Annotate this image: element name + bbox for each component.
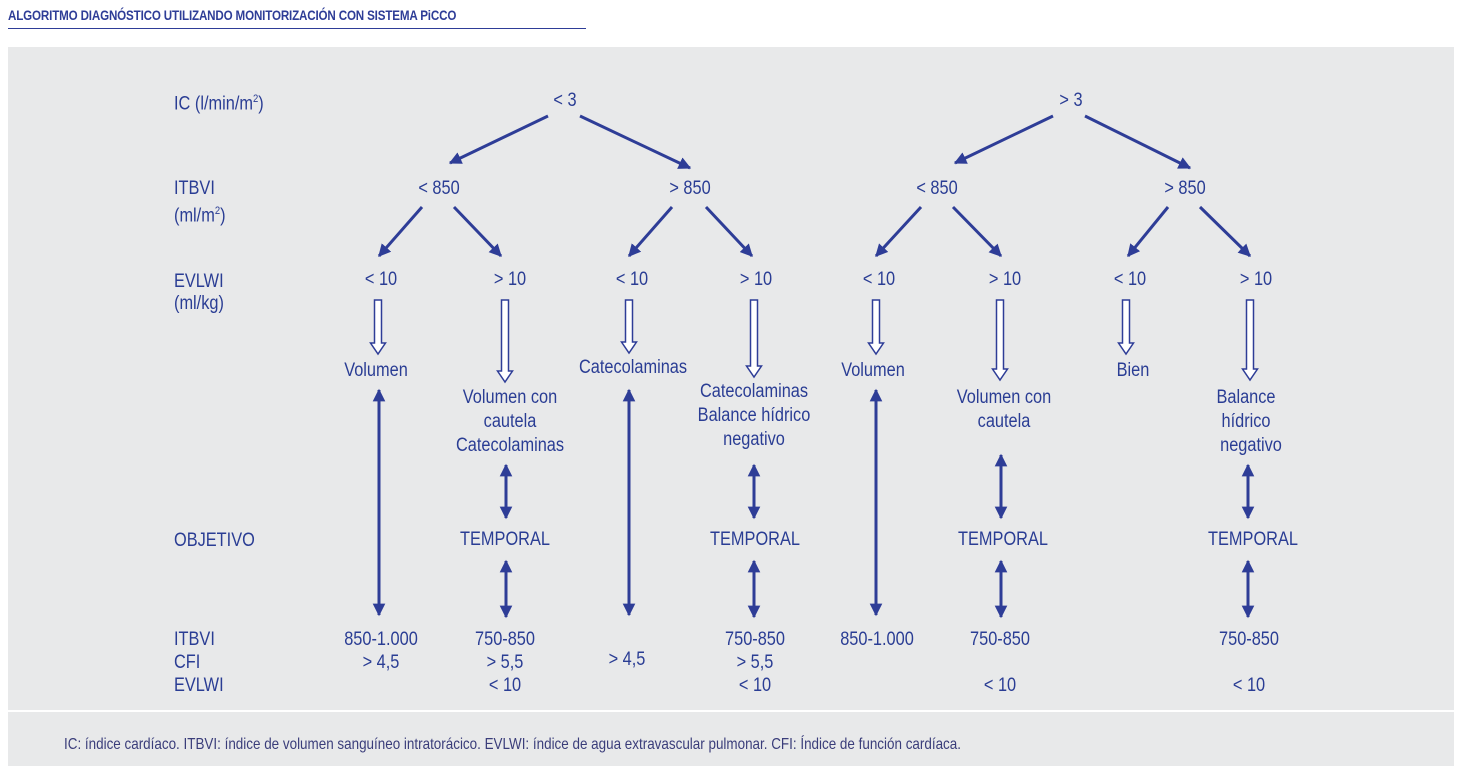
figure-title: ALGORITMO DIAGNÓSTICO UTILIZANDO MONITOR… (8, 7, 457, 23)
row-label-target-cfi: CFI (174, 652, 201, 673)
branch-arrow (953, 114, 1054, 165)
branch-arrow (1198, 205, 1252, 258)
hollow-down-arrow (1117, 299, 1135, 356)
action-label: Balance hídrico (697, 405, 811, 426)
action-label: Volumen (841, 360, 905, 381)
branch-arrow (1126, 206, 1170, 257)
ic-node-high: > 3 (1059, 90, 1083, 111)
hollow-down-arrow (1241, 299, 1259, 382)
action-label: Bien (1116, 360, 1150, 381)
row-label-objetivo: OBJETIVO (174, 530, 255, 551)
target-cfi: > 4,5 (362, 652, 400, 673)
branch-arrow (448, 114, 549, 165)
action-label: Catecolaminas (699, 381, 809, 402)
target-itbvi: 750-850 (475, 629, 535, 650)
target-itbvi: 850-1.000 (344, 629, 418, 650)
target-cfi: > 4,5 (608, 649, 646, 670)
action-label: hídrico (1221, 411, 1271, 432)
target-evlwi: < 10 (983, 675, 1017, 696)
row-label-itbvi-unit: (ml/m2) (174, 205, 226, 227)
itbvi-node: < 850 (418, 178, 460, 199)
row-label-target-itbvi: ITBVI (174, 629, 215, 650)
ic-node-low: < 3 (553, 90, 577, 111)
row-label-evlwi-unit: (ml/kg) (174, 293, 224, 314)
itbvi-node: > 850 (1164, 178, 1206, 199)
temporal-node: TEMPORAL (1208, 529, 1298, 550)
action-label: Catecolaminas (455, 435, 565, 456)
branch-arrow (627, 206, 674, 257)
row-label-itbvi: ITBVI (174, 178, 215, 199)
action-label: Volumen (344, 360, 408, 381)
branch-arrow (951, 205, 1003, 258)
evlwi-node: > 10 (1239, 269, 1273, 290)
title-underline (8, 28, 586, 29)
row-label-target-evlwi: EVLWI (174, 675, 224, 696)
action-label: negativo (723, 429, 785, 450)
footnote: IC: índice cardíaco. ITBVI: índice de vo… (64, 736, 961, 753)
target-itbvi: 750-850 (970, 629, 1030, 650)
hollow-down-arrow (369, 299, 387, 356)
target-itbvi: 850-1.000 (840, 629, 914, 650)
temporal-node: TEMPORAL (460, 529, 550, 550)
evlwi-node: < 10 (615, 269, 649, 290)
branch-arrow (377, 206, 424, 257)
target-itbvi: 750-850 (725, 629, 785, 650)
action-label: negativo (1220, 435, 1282, 456)
evlwi-node: > 10 (739, 269, 773, 290)
action-label: Catecolaminas (578, 357, 688, 378)
action-label: Volumen con (956, 387, 1052, 408)
branch-arrow (1084, 114, 1192, 170)
branch-arrow (579, 114, 692, 170)
evlwi-node: < 10 (862, 269, 896, 290)
hollow-down-arrow (745, 299, 763, 379)
hollow-down-arrow (496, 299, 514, 384)
target-itbvi: 750-850 (1219, 629, 1279, 650)
hollow-down-arrow (991, 299, 1009, 382)
target-evlwi: < 10 (488, 675, 522, 696)
evlwi-node: > 10 (988, 269, 1022, 290)
action-label: Volumen con (462, 387, 558, 408)
itbvi-node: > 850 (669, 178, 711, 199)
evlwi-node: < 10 (364, 269, 398, 290)
temporal-node: TEMPORAL (958, 529, 1048, 550)
branch-arrow (704, 205, 754, 258)
hollow-down-arrow (867, 299, 885, 356)
target-cfi: > 5,5 (736, 652, 774, 673)
action-label: cautela (977, 411, 1031, 432)
row-label-ic: IC (l/min/m2) (174, 93, 264, 115)
target-cfi: > 5,5 (486, 652, 524, 673)
action-label: cautela (483, 411, 537, 432)
row-label-evlwi: EVLWI (174, 271, 224, 292)
footnote-panel (8, 712, 1454, 766)
branch-arrow (452, 205, 503, 258)
diagram-panel (8, 47, 1454, 710)
target-evlwi: < 10 (738, 675, 772, 696)
action-label: Balance (1216, 387, 1276, 408)
target-evlwi: < 10 (1232, 675, 1266, 696)
temporal-node: TEMPORAL (710, 529, 800, 550)
evlwi-node: > 10 (493, 269, 527, 290)
branch-arrow (874, 205, 923, 258)
hollow-down-arrow (620, 299, 638, 355)
evlwi-node: < 10 (1113, 269, 1147, 290)
itbvi-node: < 850 (916, 178, 958, 199)
